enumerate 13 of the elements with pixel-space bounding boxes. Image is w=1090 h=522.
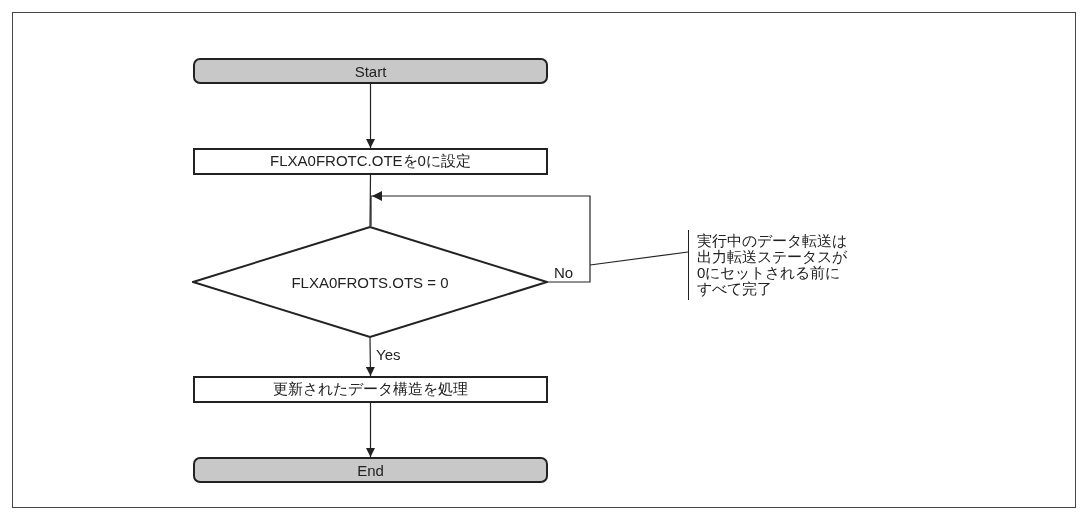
arrow — [366, 402, 375, 458]
terminal-box: Start — [193, 58, 548, 84]
terminal-box: End — [193, 457, 548, 483]
annotation-text: 実行中のデータ転送は出力転送ステータスが0にセットされる前にすべて完了 — [688, 230, 868, 300]
arrow — [365, 337, 375, 377]
arrow — [370, 191, 591, 283]
edge-label: Yes — [375, 347, 402, 363]
arrow — [366, 83, 375, 149]
edge-label: No — [553, 265, 575, 281]
process-box: 更新されたデータ構造を処理 — [193, 376, 548, 403]
process-box: FLXA0FROTC.OTEを0に設定 — [193, 148, 548, 175]
decision-diamond: FLXA0FROTS.OTS = 0 — [192, 226, 548, 338]
leader-line — [589, 251, 689, 266]
